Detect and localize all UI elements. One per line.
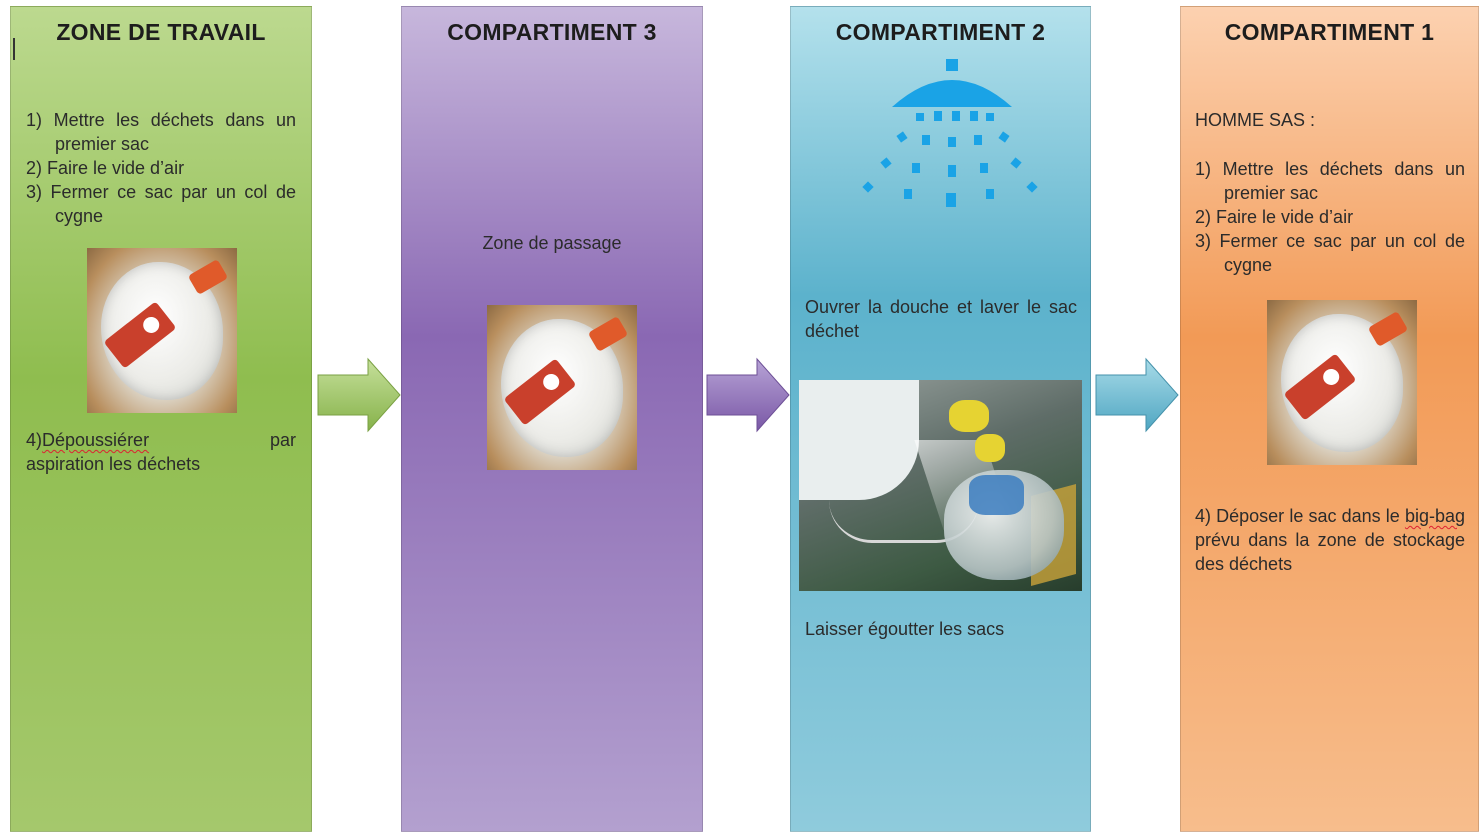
shower-icon — [862, 59, 1038, 207]
compartiment-3-title: COMPARTIMENT 3 — [447, 19, 657, 45]
c1-step-4-rest: prévu dans la zone de stockage des déche… — [1195, 530, 1465, 574]
c1-step-1: 1) Mettre les déchets dans un premier sa… — [1195, 159, 1465, 203]
zone-de-travail-title: ZONE DE TRAVAIL — [56, 19, 266, 45]
egoutter-instruction: Laisser égoutter les sacs — [805, 619, 1005, 639]
compartiment-2-title: COMPARTIMENT 2 — [835, 19, 1046, 45]
waste-bag-photo — [1267, 300, 1417, 465]
big-bag-term: big-bag — [1404, 506, 1465, 526]
c1-step-2: 2) Faire le vide d’air — [1195, 207, 1354, 227]
work-step-4-rest: aspiration les déchets — [26, 454, 201, 474]
work-steps: 1) Mettre les déchets dans un premier sa… — [26, 108, 296, 228]
c1-step-4: 4) Déposer le sac dans le big-bag prévu … — [1195, 504, 1465, 576]
arrow-right-icon — [1095, 357, 1179, 433]
work-step-4-verb: Dépoussiérer — [42, 430, 150, 450]
homme-sas-label: HOMME SAS : — [1195, 110, 1316, 130]
douche-instruction: Ouvrer la douche et laver le sac déchet — [805, 297, 1077, 341]
compartiment-1-title: COMPARTIMENT 1 — [1224, 19, 1435, 45]
work-step-4-par: par — [269, 430, 296, 450]
c1-steps: 1) Mettre les déchets dans un premier sa… — [1195, 157, 1465, 277]
washing-bag-photo — [799, 380, 1082, 591]
work-step-3: 3) Fermer ce sac par un col de cygne — [26, 182, 296, 226]
waste-bag-photo — [487, 305, 637, 470]
work-step-4-number: 4) — [26, 430, 43, 450]
zone-de-passage-text: Zone de passage — [482, 233, 622, 253]
work-step-2: 2) Faire le vide d’air — [26, 158, 185, 178]
c1-step-4-start: 4) Déposer le sac dans le — [1195, 506, 1400, 526]
work-step-1: 1) Mettre les déchets dans un premier sa… — [26, 110, 296, 154]
work-step-4: 4)Dépoussiérer par aspiration les déchet… — [26, 428, 296, 476]
arrow-right-icon — [317, 357, 401, 433]
waste-bag-photo — [87, 248, 237, 413]
c1-step-3: 3) Fermer ce sac par un col de cygne — [1195, 231, 1465, 275]
arrow-right-icon — [706, 357, 790, 433]
zone-de-travail-panel: ZONE DE TRAVAIL — [10, 6, 312, 832]
text-cursor — [13, 38, 15, 60]
